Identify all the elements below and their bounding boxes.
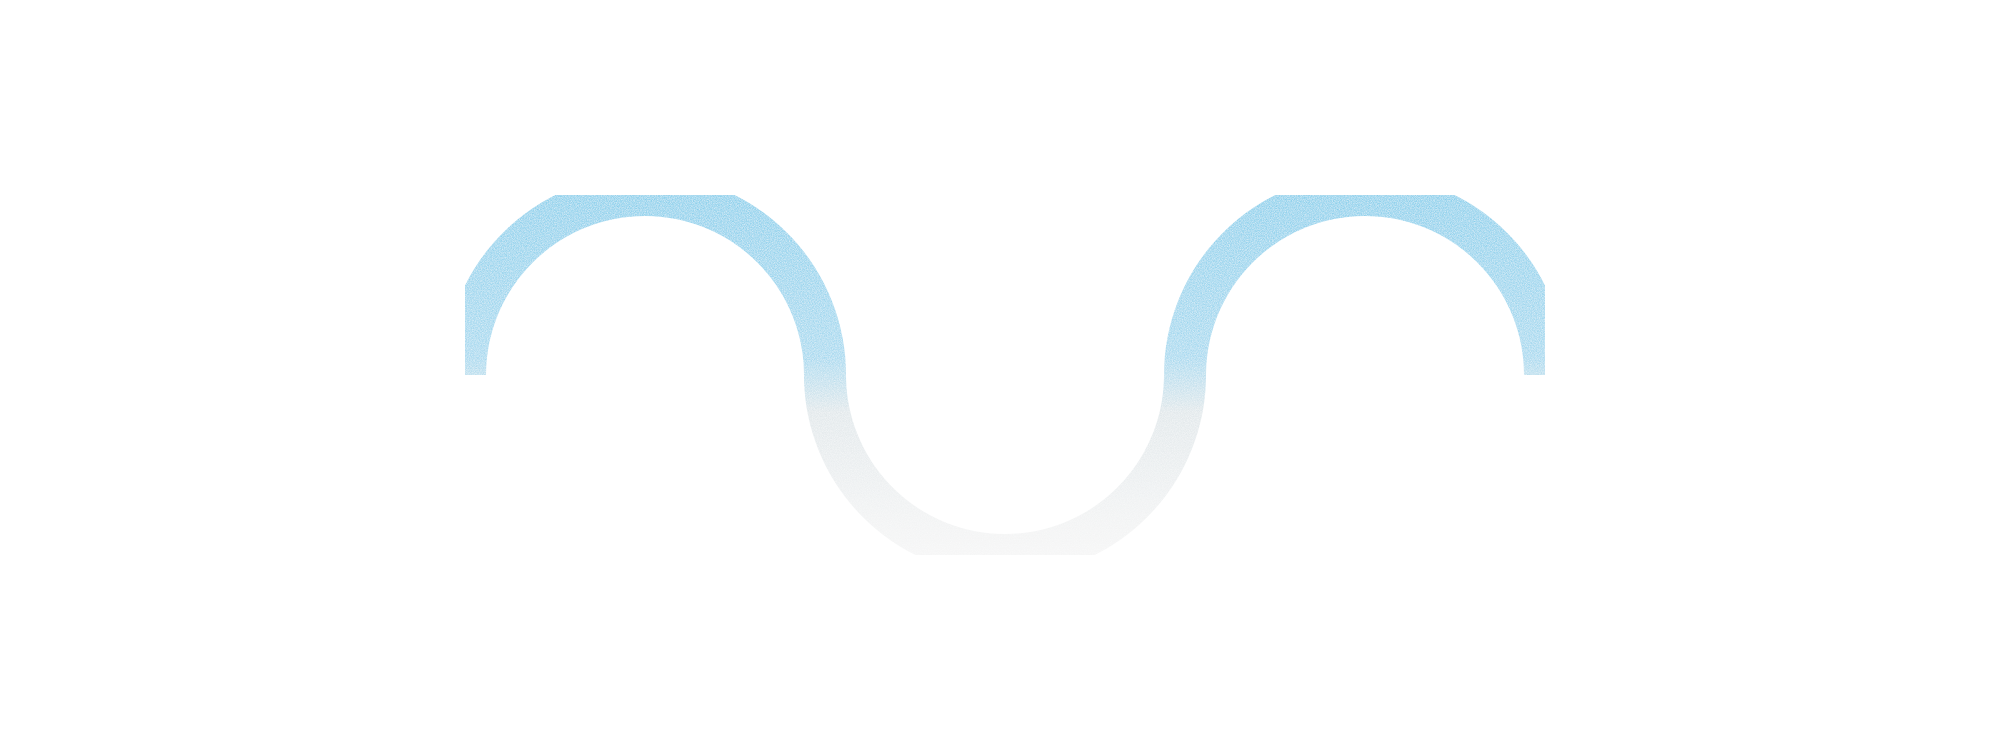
wave-stroke — [444, 174, 1566, 576]
